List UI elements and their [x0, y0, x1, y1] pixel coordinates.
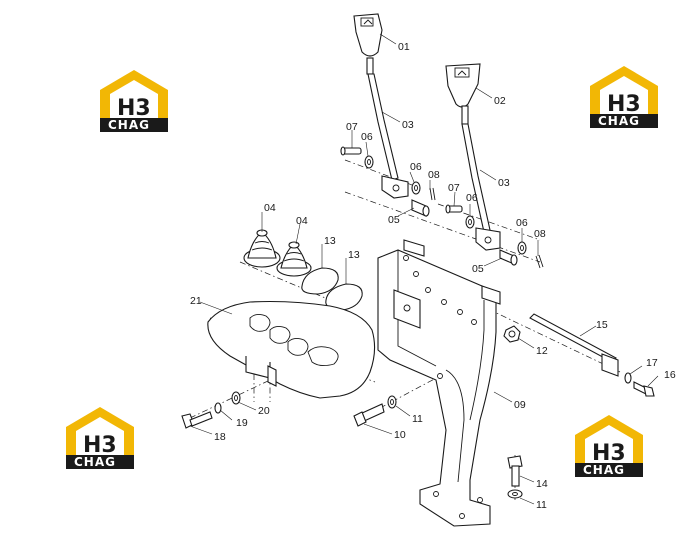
- callout-10: 10: [394, 429, 406, 441]
- callout-01: 01: [398, 41, 410, 53]
- rubber-boot-04a: [243, 229, 281, 268]
- logo-badge-text: H3: [117, 96, 151, 121]
- washer-11b: [507, 489, 523, 499]
- watermark-logo-top-left: H3 CHAG: [100, 70, 168, 132]
- nut-12: [503, 325, 521, 343]
- callout-07a: 07: [346, 121, 358, 133]
- callout-05b: 05: [472, 263, 484, 275]
- callout-07b: 07: [448, 182, 460, 194]
- lever-knob-01: [353, 13, 383, 75]
- cotter-pin-08a: [429, 187, 436, 201]
- bolt-10: [353, 403, 385, 427]
- logo-badge-text: H3: [592, 441, 626, 466]
- washer-20: [231, 391, 241, 405]
- callout-12: 12: [536, 345, 548, 357]
- bushing-05b: [499, 249, 518, 266]
- logo-brand-text: CHAG: [74, 455, 116, 469]
- pin-07b: [445, 204, 463, 214]
- pin-07a: [340, 146, 362, 156]
- callout-13b: 13: [348, 249, 360, 261]
- rubber-boot-04b: [276, 241, 312, 277]
- callout-06b: 06: [410, 161, 422, 173]
- watermark-logo-bottom-right: H3 CHAG: [575, 415, 643, 477]
- callout-03a: 03: [402, 119, 414, 131]
- washer-06d: [517, 241, 527, 255]
- callout-21: 21: [190, 295, 202, 307]
- callout-16: 16: [664, 369, 676, 381]
- bolt-14: [507, 455, 523, 487]
- console-plate-21: [207, 300, 376, 399]
- callout-09: 09: [514, 399, 526, 411]
- callout-06c: 06: [466, 192, 478, 204]
- logo-brand-text: CHAG: [108, 118, 150, 132]
- callout-08b: 08: [534, 228, 546, 240]
- callout-14: 14: [536, 478, 548, 490]
- callout-15: 15: [596, 319, 608, 331]
- callout-20: 20: [258, 405, 270, 417]
- callout-06a: 06: [361, 131, 373, 143]
- cotter-pin-08b: [535, 254, 544, 269]
- cover-13a: [301, 267, 339, 295]
- lever-rod-03a: [367, 73, 409, 199]
- callout-18: 18: [214, 431, 226, 443]
- lever-knob-02: [445, 63, 481, 125]
- logo-badge-text: H3: [607, 92, 641, 117]
- callout-17: 17: [646, 357, 658, 369]
- shaft-15: [529, 313, 619, 377]
- washer-11a: [387, 395, 397, 409]
- callout-11b: 11: [536, 499, 547, 511]
- callout-13a: 13: [324, 235, 336, 247]
- callout-19: 19: [236, 417, 248, 429]
- callout-labels: 01 02 03 03 04 04 05 05 06 06 06 06 07 0…: [190, 41, 676, 511]
- watermark-logo-top-right: H3 CHAG: [590, 66, 658, 128]
- washer-06b: [411, 181, 421, 195]
- logo-brand-text: CHAG: [598, 114, 640, 128]
- washer-19: [214, 402, 222, 414]
- logo-brand-text: CHAG: [583, 463, 625, 477]
- washer-06c: [465, 215, 475, 229]
- callout-02: 02: [494, 95, 506, 107]
- logo-badge-text: H3: [83, 433, 117, 458]
- washer-17: [624, 372, 632, 384]
- bushing-05a: [411, 199, 430, 217]
- lever-rod-03b: [461, 123, 501, 251]
- watermark-logo-bottom-left: H3 CHAG: [66, 407, 134, 469]
- callout-03b: 03: [498, 177, 510, 189]
- callout-08a: 08: [428, 169, 440, 181]
- leader-lines: [189, 33, 659, 505]
- support-stand-09: [377, 239, 501, 527]
- callout-04b: 04: [296, 215, 308, 227]
- callout-05a: 05: [388, 214, 400, 226]
- callout-06d: 06: [516, 217, 528, 229]
- bolt-16: [633, 381, 655, 397]
- bolt-18: [181, 411, 213, 429]
- washer-06a: [364, 155, 374, 169]
- callout-04a: 04: [264, 202, 276, 214]
- callout-11a: 11: [412, 413, 423, 425]
